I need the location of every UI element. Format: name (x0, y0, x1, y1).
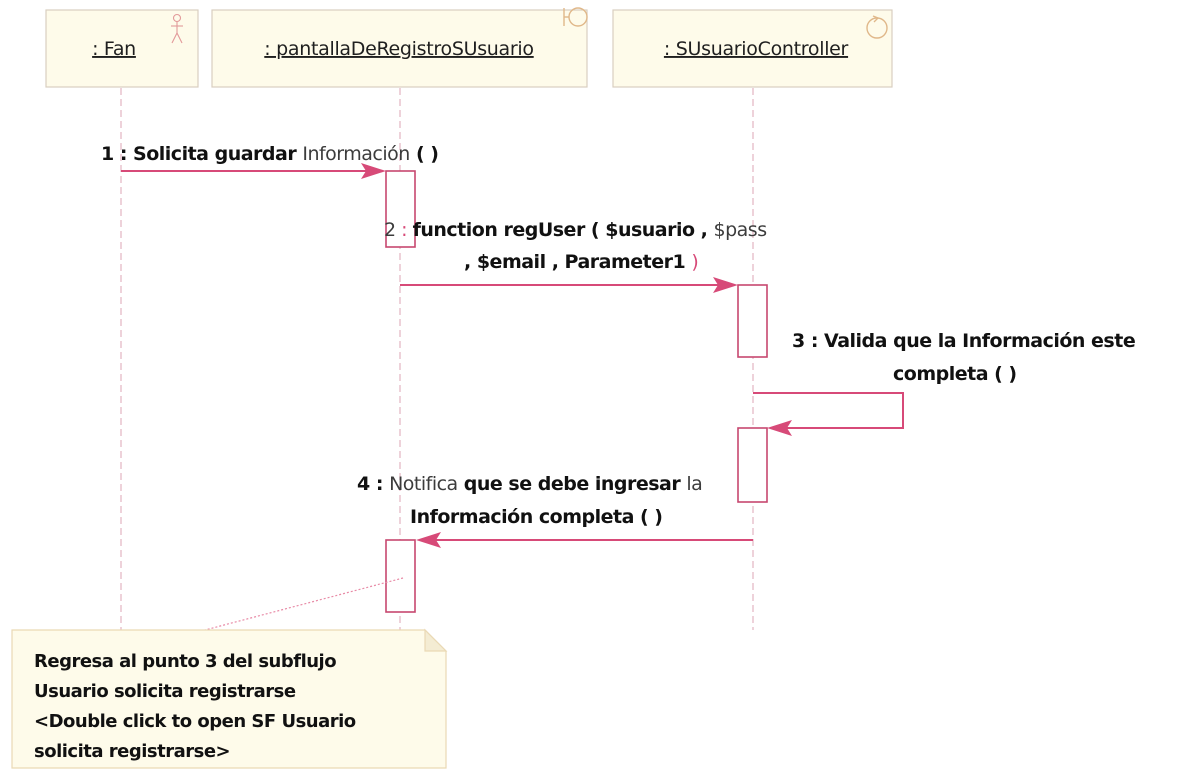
activation-controller-1 (737, 284, 768, 358)
message-4[interactable]: 4 : Notifica que se debe ingresar la Inf… (357, 473, 753, 548)
message-4-run: Información completa ( ) (410, 506, 663, 528)
note-connector (204, 577, 404, 631)
message-2-line-2: , $email , Parameter1 ) (464, 251, 698, 273)
message-3[interactable]: 3 : Valida que la Información este compl… (753, 330, 1141, 436)
control-icon (866, 15, 888, 39)
message-2-run: 2 (384, 219, 401, 241)
note-line-1: Regresa al punto 3 del subflujo (34, 651, 336, 672)
message-4-line-1: 4 : Notifica que se debe ingresar la (357, 473, 702, 495)
message-1-run: 1 : Solicita guardar (101, 143, 302, 165)
message-3-run: completa ( ) (893, 363, 1017, 385)
message-3-run: 3 : Valida que la Información este (792, 330, 1135, 352)
message-2-run: ) (691, 251, 698, 273)
message-4-label: 4 : Notifica que se debe ingresar la Inf… (357, 473, 708, 528)
message-2-line-1: 2 : function regUser ( $usuario , $pass (384, 219, 767, 241)
lifeline-header-controller[interactable]: : SUsuarioController (612, 9, 893, 88)
message-2[interactable]: 2 : function regUser ( $usuario , $pass … (384, 219, 773, 293)
message-2-run: , $email , Parameter1 (464, 251, 691, 273)
note-line-4: solicita registrarse> (34, 741, 230, 762)
message-3-line-1: 3 : Valida que la Información este (792, 330, 1135, 352)
actor-icon (171, 13, 183, 44)
lifeline-pantalla-label: : pantallaDeRegistroSUsuario (264, 38, 533, 60)
note-line-2: Usuario solicita registrarse (34, 681, 296, 702)
message-4-line-2: Información completa ( ) (410, 506, 663, 528)
message-2-label: 2 : function regUser ( $usuario , $pass … (384, 219, 773, 273)
message-1-line-1: 1 : Solicita guardar Información ( ) (101, 143, 438, 165)
boundary-icon (563, 7, 588, 27)
message-2-run: : (401, 219, 412, 241)
note-text: Regresa al punto 3 del subflujo Usuario … (34, 651, 361, 762)
message-4-run: que se debe ingresar (458, 473, 687, 495)
lifeline-header-pantalla[interactable]: : pantallaDeRegistroSUsuario (211, 7, 588, 88)
message-3-line-2: completa ( ) (893, 363, 1017, 385)
activation-pantalla-1 (385, 170, 416, 248)
lifeline-fan-label: : Fan (92, 38, 136, 60)
message-4-run: Notifica (389, 473, 458, 495)
message-1[interactable]: 1 : Solicita guardar Información ( ) (101, 143, 439, 179)
message-2-run: $pass (714, 219, 767, 241)
message-4-run: la (686, 473, 702, 495)
message-4-run: 4 : (357, 473, 389, 495)
activation-pantalla-2 (385, 539, 416, 613)
message-2-run: function regUser ( $usuario , (413, 219, 714, 241)
lifeline-controller-label: : SUsuarioController (664, 38, 849, 60)
message-1-label: 1 : Solicita guardar Información ( ) (101, 143, 438, 165)
message-3-label: 3 : Valida que la Información este compl… (792, 330, 1141, 385)
note-line-3: <Double click to open SF Usuario (34, 711, 356, 732)
lifeline-header-fan[interactable]: : Fan (45, 9, 199, 88)
message-1-run: ( ) (410, 143, 439, 165)
activation-controller-2 (737, 427, 768, 503)
note[interactable]: Regresa al punto 3 del subflujo Usuario … (11, 628, 448, 769)
message-1-run: Información (302, 143, 409, 165)
